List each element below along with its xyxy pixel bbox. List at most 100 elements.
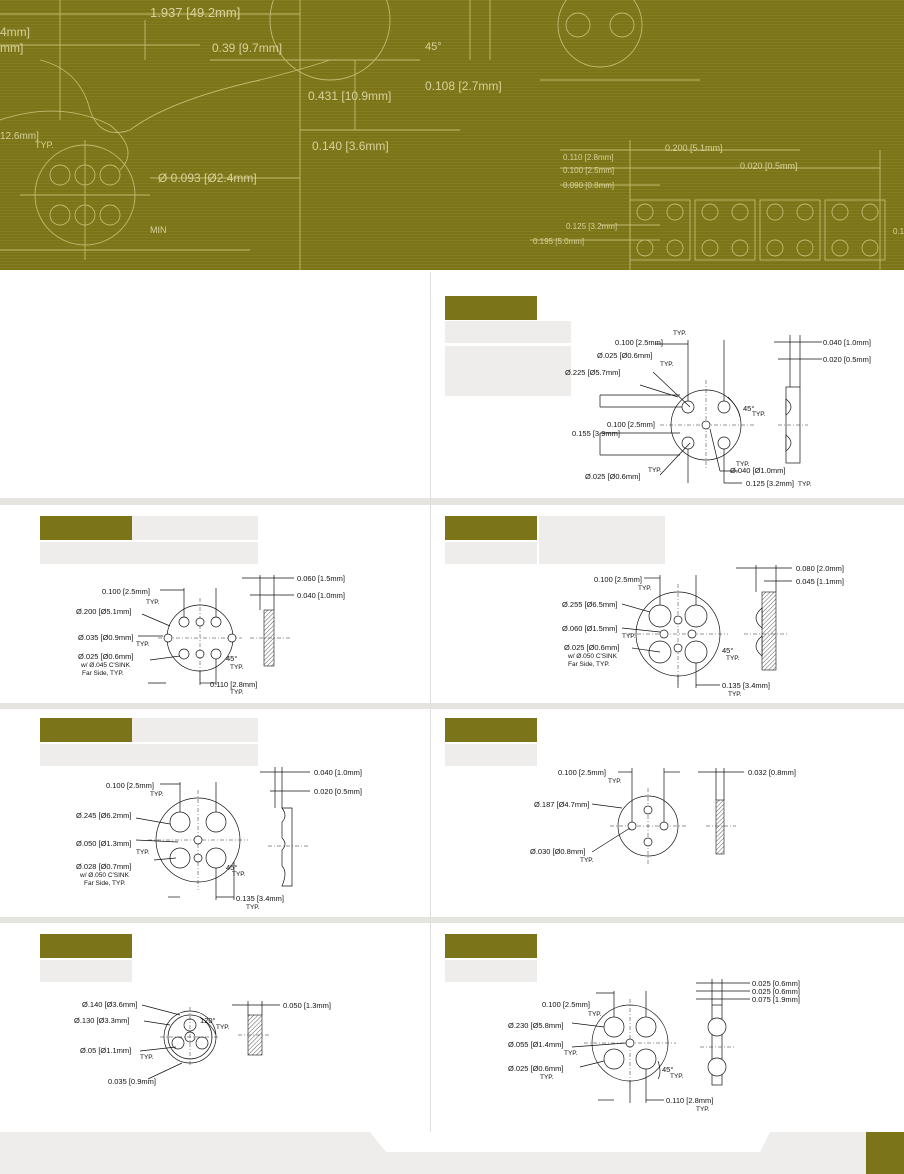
dim-label: TYP. — [752, 411, 766, 418]
dim-label: TYP. — [648, 467, 662, 474]
banner-label: 0.108 [2.7mm] — [425, 79, 502, 93]
dim-label: TYP. — [608, 778, 622, 785]
banner-label: 0.100 [2.5mm] — [563, 166, 614, 175]
dim-label: 0.100 [2.5mm] — [558, 768, 606, 777]
panel-connector-c — [431, 505, 904, 703]
panel-connector-d — [0, 709, 430, 917]
banner-label: 0.195 [5.0mm] — [533, 237, 584, 246]
drawing-f: Ø.140 [Ø3.6mm] Ø.130 [Ø3.3mm] 120° TYP. … — [74, 1000, 331, 1086]
section-subtitle-box — [132, 516, 258, 540]
dim-label: TYP. — [146, 599, 160, 606]
hole — [701, 420, 711, 430]
dim-label: 0.075 [1.9mm] — [752, 995, 800, 1004]
drawing-g: 0.100 [2.5mm] TYP. Ø.230 [Ø5.8mm] Ø.055 … — [508, 979, 800, 1113]
section-tab — [40, 934, 132, 958]
dim-label: Ø.050 [Ø1.3mm] — [76, 839, 131, 848]
dim-label: 0.080 [2.0mm] — [796, 564, 844, 573]
dim-label: TYP. — [564, 1050, 578, 1057]
dim-label: Far Side, TYP. — [82, 670, 124, 677]
dim-label: Ø.025 [Ø0.6mm] — [508, 1064, 563, 1073]
banner-label: 0.090 [0.8mm] — [563, 181, 614, 190]
dim-label: Ø.255 [Ø6.5mm] — [562, 600, 617, 609]
dim-label: 45° — [662, 1065, 673, 1074]
dim-label: Far Side, TYP. — [84, 880, 126, 887]
dim-label: Ø.200 [Ø5.1mm] — [76, 607, 131, 616]
banner-label: 0.431 [10.9mm] — [308, 89, 391, 103]
section-subtitle-box — [445, 346, 571, 396]
dim-label: 0.040 [1.0mm] — [314, 768, 362, 777]
section-tab — [445, 934, 537, 958]
section-tab — [445, 296, 537, 320]
dim-label: TYP. — [638, 585, 652, 592]
dim-label: Ø.060 [Ø1.5mm] — [562, 624, 617, 633]
banner-label: 0.110 [2.8mm] — [563, 153, 614, 162]
section-subtitle-box — [445, 960, 537, 982]
section-subtitle-box — [445, 321, 571, 343]
hole — [717, 400, 731, 414]
dim-label: TYP. — [798, 481, 812, 488]
dim-label: 0.135 [3.4mm] — [236, 894, 284, 903]
section-tab — [40, 516, 132, 540]
banner-label: 1.937 [49.2mm] — [150, 5, 240, 20]
dim-label: Ø.245 [Ø6.2mm] — [76, 811, 131, 820]
dim-label: 0.060 [1.5mm] — [297, 574, 345, 583]
dim-label: Ø.230 [Ø5.8mm] — [508, 1021, 563, 1030]
drawing-b: 0.100 [2.5mm] TYP. Ø.200 [Ø5.1mm] Ø.035 … — [76, 574, 345, 696]
dim-label: Ø.030 [Ø0.8mm] — [530, 847, 585, 856]
dim-label: 0.025 [0.6mm] — [752, 979, 800, 988]
banner-dimension-labels: 1.937 [49.2mm] 4mm] mm] 0.39 [9.7mm] 45°… — [0, 5, 904, 246]
banner-label: 0.200 [5.1mm] — [665, 143, 723, 153]
dim-label: TYP. — [736, 461, 750, 468]
dim-label: 0.050 [1.3mm] — [283, 1001, 331, 1010]
dim-label: TYP. — [726, 655, 740, 662]
dim-label: Far Side, TYP. — [568, 661, 610, 668]
dim-label: 0.100 [2.5mm] — [102, 587, 150, 596]
dim-label: Ø.025 [Ø0.6mm] — [78, 652, 133, 661]
dim-label: 0.025 [0.6mm] — [752, 987, 800, 996]
dim-label: 0.035 [0.9mm] — [108, 1077, 156, 1086]
dim-label: 0.110 [2.8mm] — [666, 1096, 713, 1105]
dim-label: Ø.05 [Ø1.1mm] — [80, 1046, 131, 1055]
dim-label: Ø.055 [Ø1.4mm] — [508, 1040, 563, 1049]
dim-label: 45° — [226, 863, 237, 872]
panel-connector-a — [431, 270, 904, 498]
dim-label: 0.135 [3.4mm] — [722, 681, 770, 690]
section-tab — [445, 718, 537, 742]
dim-label: 0.045 [1.1mm] — [796, 577, 844, 586]
drawing-a: 0.100 [2.5mm] TYP. Ø.025 [Ø0.6mm] TYP. Ø… — [565, 330, 871, 488]
banner-label: 45° — [425, 41, 442, 53]
banner-label: TYP. — [35, 140, 54, 150]
header-banner: 1.937 [49.2mm] 4mm] mm] 0.39 [9.7mm] 45°… — [0, 0, 904, 270]
hole — [681, 436, 695, 450]
dim-label: TYP. — [150, 791, 164, 798]
dim-label: 0.100 [2.5mm] — [106, 781, 154, 790]
dim-label: TYP. — [140, 1054, 154, 1061]
dim-label: TYP. — [136, 641, 150, 648]
dim-label: Ø.025 [Ø0.6mm] — [597, 351, 652, 360]
banner-label: 0.157 [4.0mm] — [893, 227, 904, 236]
page-number-tab — [866, 1132, 904, 1174]
dim-label: 0.125 [3.2mm] — [746, 479, 794, 488]
panel-top-left — [0, 270, 430, 498]
dim-label: 0.040 [1.0mm] — [823, 338, 871, 347]
dim-label: 0.155 [3.9mm] — [572, 429, 620, 438]
section-subtitle-box — [40, 542, 258, 564]
section-subtitle-box — [40, 744, 258, 766]
panel-connector-g — [431, 923, 904, 1132]
drawing-d: 0.100 [2.5mm] TYP. Ø.245 [Ø6.2mm] Ø.050 … — [76, 767, 362, 911]
dim-label: 0.020 [0.5mm] — [823, 355, 871, 364]
section-subtitle-box — [40, 960, 132, 982]
dim-label: 120° — [200, 1016, 216, 1025]
banner-label: 0.020 [0.5mm] — [740, 161, 798, 171]
section-tab — [445, 516, 537, 540]
dim-label: Ø.130 [Ø3.3mm] — [74, 1016, 129, 1025]
dim-label: TYP. — [673, 330, 687, 337]
dim-label: Ø.025 [Ø0.6mm] — [585, 472, 640, 481]
banner-label: Ø 0.093 [Ø2.4mm] — [158, 171, 257, 185]
dim-label: Ø.140 [Ø3.6mm] — [82, 1000, 137, 1009]
panel-connector-f — [0, 923, 430, 1132]
banner-label: MIN — [150, 225, 167, 235]
dim-label: TYP. — [728, 691, 742, 698]
dim-label: Ø.040 [Ø1.0mm] — [730, 466, 785, 475]
hole — [717, 436, 731, 450]
